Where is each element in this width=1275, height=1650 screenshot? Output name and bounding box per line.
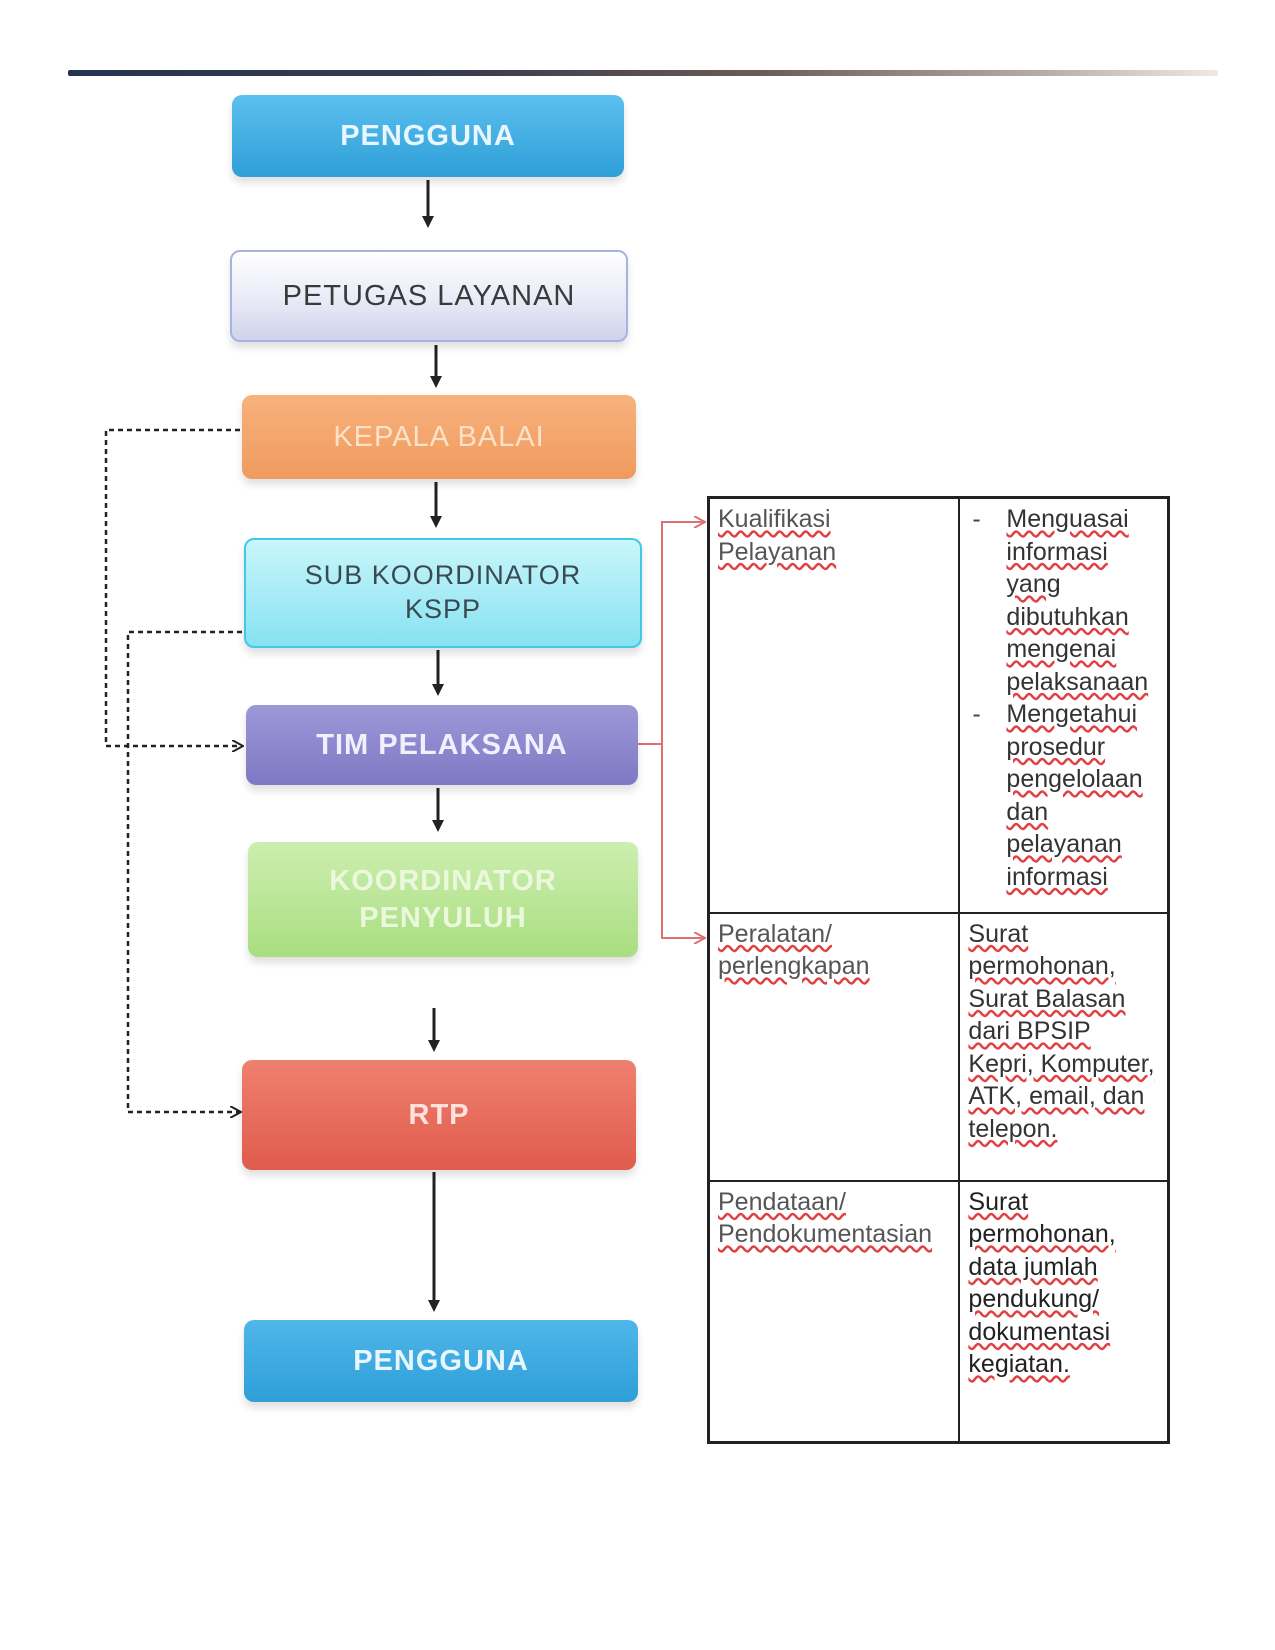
node-tim-pelaksana: TIM PELAKSANA	[246, 705, 638, 785]
node-rtp: RTP	[242, 1060, 636, 1170]
service-info-table: Kualifikasi Pelayanan Menguasai informas…	[707, 496, 1170, 1444]
node-kepala-balai: KEPALA BALAI	[242, 395, 636, 479]
table-row: Kualifikasi Pelayanan Menguasai informas…	[707, 496, 1170, 914]
table-cell-label: Pendataan/ Pendokumentasian	[707, 1179, 961, 1444]
node-tim-pelaksana-label: TIM PELAKSANA	[316, 728, 568, 761]
header-rule	[68, 70, 1218, 76]
table-cell-value: Surat permohonan, data jumlah pendukung/…	[958, 1179, 1170, 1444]
dashed-sub-to-rtp	[126, 630, 242, 1112]
node-sub-koordinator-label: SUB KOORDINATOR KSPP	[304, 560, 582, 624]
qualification-list: Menguasai informasi yang dibutuhkan meng…	[968, 503, 1159, 893]
node-pengguna-top-label: PENGGUNA	[340, 119, 516, 152]
node-pengguna-top: PENGGUNA	[232, 95, 624, 177]
list-item: Mengetahui prosedur pengelolaan dan pela…	[973, 698, 1159, 893]
qualification-item-2: Mengetahui prosedur pengelolaan dan pela…	[1006, 700, 1143, 891]
bracket-tim-to-table	[638, 522, 704, 745]
node-petugas-layanan-label: PETUGAS LAYANAN	[282, 279, 576, 312]
node-sub-koordinator: SUB KOORDINATOR KSPP	[244, 538, 642, 648]
node-koordinator-penyuluh: KOORDINATOR PENYULUH	[248, 842, 638, 957]
table-cell-label: Peralatan/ perlengkapan	[707, 911, 961, 1182]
equipment-text: Surat permohonan, Surat Balasan dari BPS…	[968, 919, 1155, 1143]
list-item: Menguasai informasi yang dibutuhkan meng…	[973, 503, 1159, 698]
table-cell-label: Kualifikasi Pelayanan	[707, 496, 961, 914]
node-rtp-label: RTP	[408, 1098, 470, 1131]
table-row: Peralatan/ perlengkapan Surat permohonan…	[707, 911, 1170, 1182]
node-pengguna-bottom-label: PENGGUNA	[353, 1344, 529, 1377]
table-cell-value: Surat permohonan, Surat Balasan dari BPS…	[958, 911, 1170, 1182]
row-label-peralatan: Peralatan/ perlengkapan	[718, 919, 870, 981]
documentation-text: Surat permohonan, data jumlah pendukung/…	[968, 1187, 1116, 1379]
node-kepala-balai-label: KEPALA BALAI	[333, 420, 545, 453]
table-row: Pendataan/ Pendokumentasian Surat permoh…	[707, 1179, 1170, 1444]
node-koordinator-penyuluh-label: KOORDINATOR PENYULUH	[329, 865, 557, 934]
node-petugas-layanan: PETUGAS LAYANAN	[230, 250, 628, 342]
node-pengguna-bottom: PENGGUNA	[244, 1320, 638, 1402]
row-label-pendataan: Pendataan/ Pendokumentasian	[718, 1187, 933, 1249]
qualification-item-1: Menguasai informasi yang dibutuhkan meng…	[1006, 505, 1149, 696]
table-cell-value: Menguasai informasi yang dibutuhkan meng…	[958, 496, 1170, 914]
bracket-tim-to-table-lower	[661, 744, 704, 938]
dashed-kepala-to-tim	[104, 428, 242, 746]
row-label-kualifikasi: Kualifikasi Pelayanan	[718, 505, 837, 566]
